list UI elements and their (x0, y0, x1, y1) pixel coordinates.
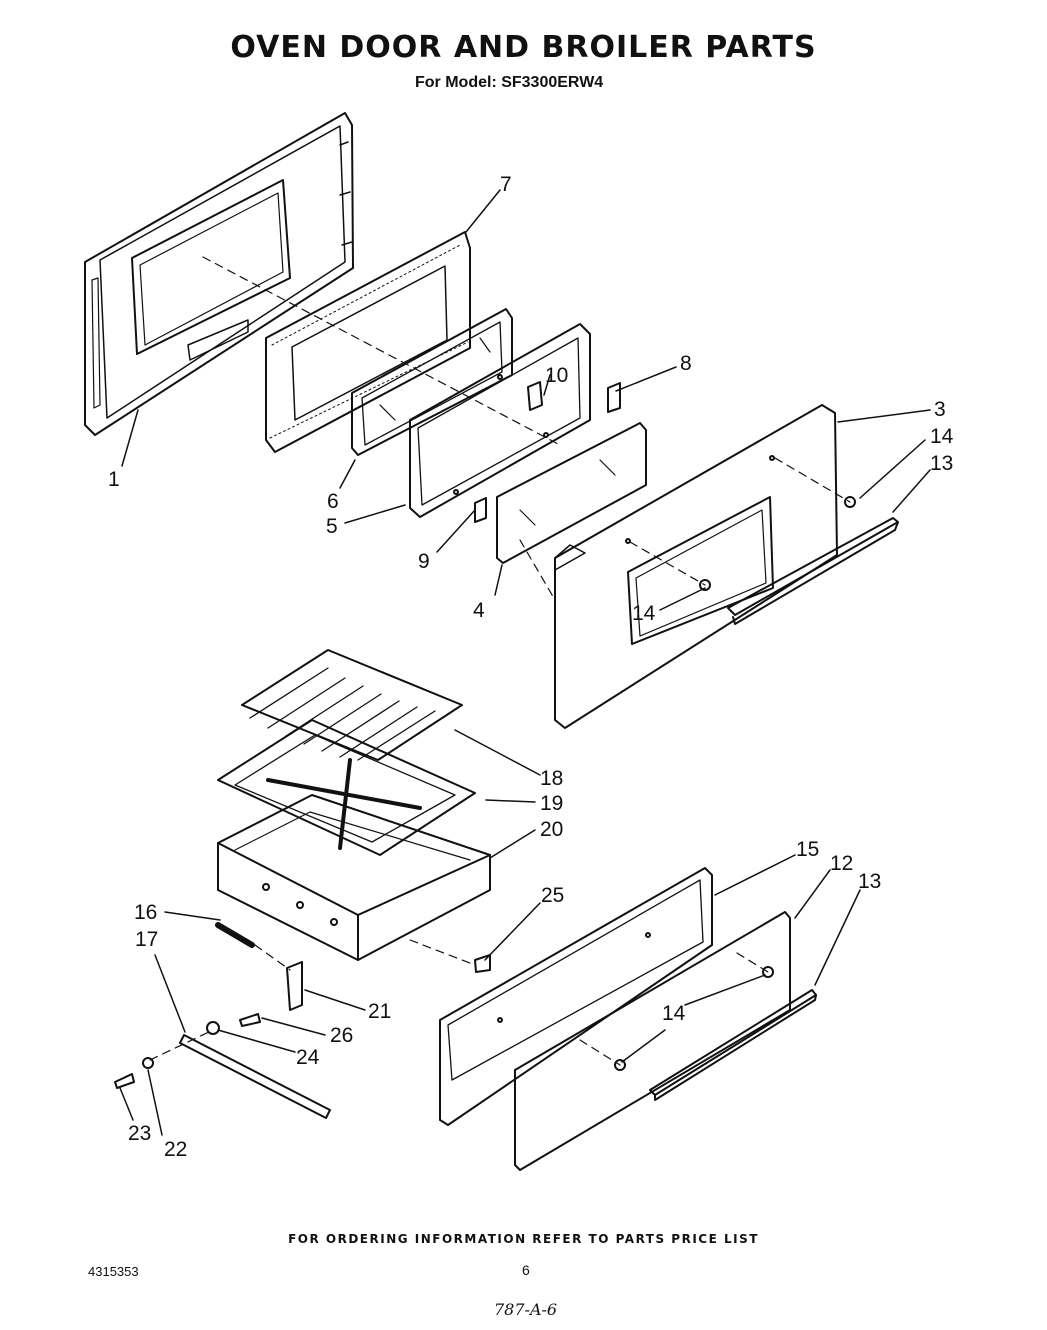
part-label-26: 26 (330, 1024, 353, 1047)
part-label-12: 12 (830, 852, 853, 875)
broiler-drawer (217, 794, 491, 961)
part-label-5: 5 (326, 515, 338, 538)
part-label-1: 1 (108, 468, 120, 491)
part-label-15: 15 (796, 838, 819, 861)
part-label-14-upper: 14 (930, 425, 954, 448)
window-frame (409, 323, 591, 518)
part-label-10: 10 (545, 364, 568, 387)
model-subtitle: For Model: SF3300ERW4 (415, 74, 604, 91)
part-label-13-lower: 13 (858, 870, 881, 893)
glass-pack (351, 308, 513, 456)
part-label-22: 22 (164, 1138, 187, 1161)
handwritten-code: 787-A-6 (494, 1300, 558, 1319)
part-label-14-middle: 14 (632, 602, 656, 625)
broiler-pan (217, 719, 476, 856)
part-label-16: 16 (134, 901, 157, 924)
broiler-grid (241, 649, 463, 761)
part-label-23: 23 (128, 1122, 151, 1145)
inner-door-panel (84, 112, 354, 436)
part-label-13-upper: 13 (930, 452, 953, 475)
part-label-14-lower: 14 (662, 1002, 686, 1025)
drawer-liner (439, 867, 713, 1126)
part-label-24: 24 (296, 1046, 320, 1069)
leader-lines (119, 189, 931, 1136)
drawer-front (514, 911, 817, 1171)
door-insulation (265, 231, 471, 453)
document-number: 4315353 (88, 1264, 139, 1279)
hinge-bracket-parts (474, 381, 856, 591)
door-handle (727, 517, 899, 625)
part-label-19: 19 (540, 792, 563, 815)
part-label-4: 4 (473, 599, 485, 622)
page-title: OVEN DOOR AND BROILER PARTS (230, 30, 817, 65)
part-label-9: 9 (418, 550, 430, 573)
page-number: 6 (522, 1262, 530, 1278)
part-label-20: 20 (540, 818, 563, 841)
door-glass (496, 422, 647, 564)
part-label-17: 17 (135, 928, 158, 951)
broiler-hardware (114, 922, 491, 1119)
part-number-labels: 1 3 4 5 6 7 8 9 10 12 13 13 14 14 14 15 … (108, 173, 954, 1161)
ordering-footer-note: FOR ORDERING INFORMATION REFER TO PARTS … (288, 1232, 759, 1246)
part-label-25: 25 (541, 884, 564, 907)
part-label-18: 18 (540, 767, 563, 790)
part-label-21: 21 (368, 1000, 391, 1023)
assembly-lines-lower (149, 939, 769, 1066)
part-label-8: 8 (680, 352, 692, 375)
part-label-7: 7 (500, 173, 512, 196)
part-label-6: 6 (327, 490, 339, 513)
part-label-3: 3 (934, 398, 946, 421)
outer-door-panel (554, 404, 838, 729)
assembly-lines-upper (202, 256, 851, 601)
